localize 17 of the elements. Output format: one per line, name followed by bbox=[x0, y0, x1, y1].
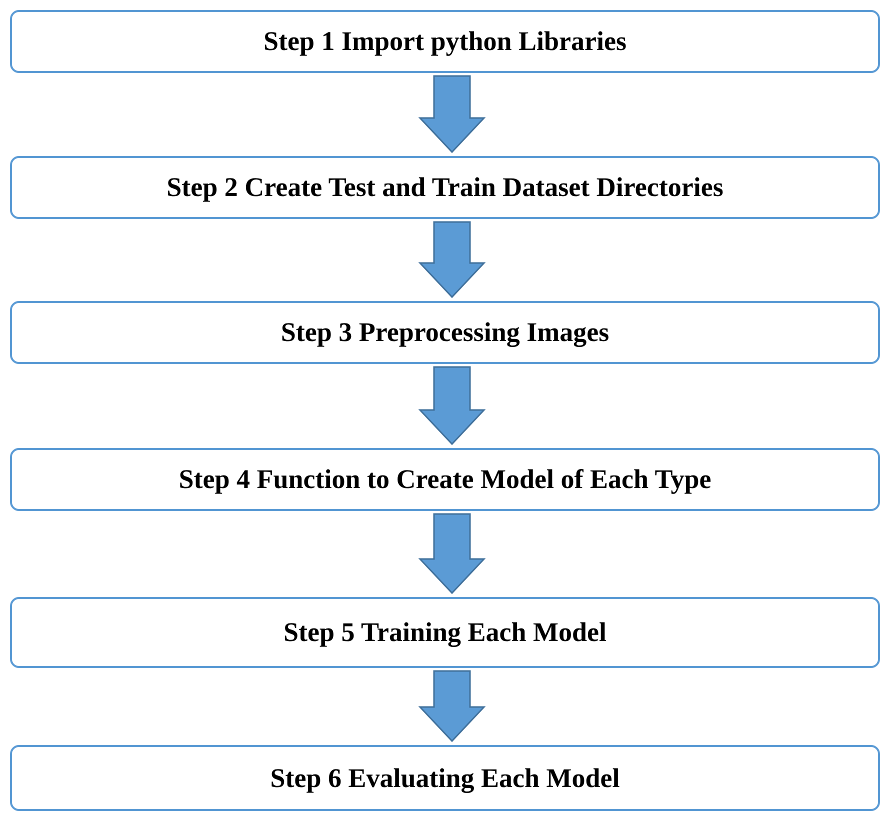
step-label: Step 1 Import python Libraries bbox=[263, 26, 627, 57]
block-arrow bbox=[418, 366, 486, 446]
step-label: Step 3 Preprocessing Images bbox=[280, 317, 610, 348]
step-box bbox=[10, 448, 880, 511]
step-box bbox=[10, 10, 880, 73]
step-box bbox=[10, 156, 880, 219]
step-box bbox=[10, 301, 880, 364]
step-box bbox=[10, 745, 880, 811]
step-label: Step 2 Create Test and Train Dataset Directories bbox=[166, 172, 724, 203]
block-arrow bbox=[418, 221, 486, 298]
block-arrow bbox=[418, 670, 486, 742]
step-box bbox=[10, 597, 880, 668]
block-arrow bbox=[418, 75, 486, 154]
step-label: Step 6 Evaluating Each Model bbox=[270, 762, 620, 794]
step-label: Step 5 Training Each Model bbox=[283, 617, 607, 648]
block-arrow bbox=[418, 513, 486, 594]
step-label: Step 4 Function to Create Model of Each Type bbox=[178, 464, 712, 495]
